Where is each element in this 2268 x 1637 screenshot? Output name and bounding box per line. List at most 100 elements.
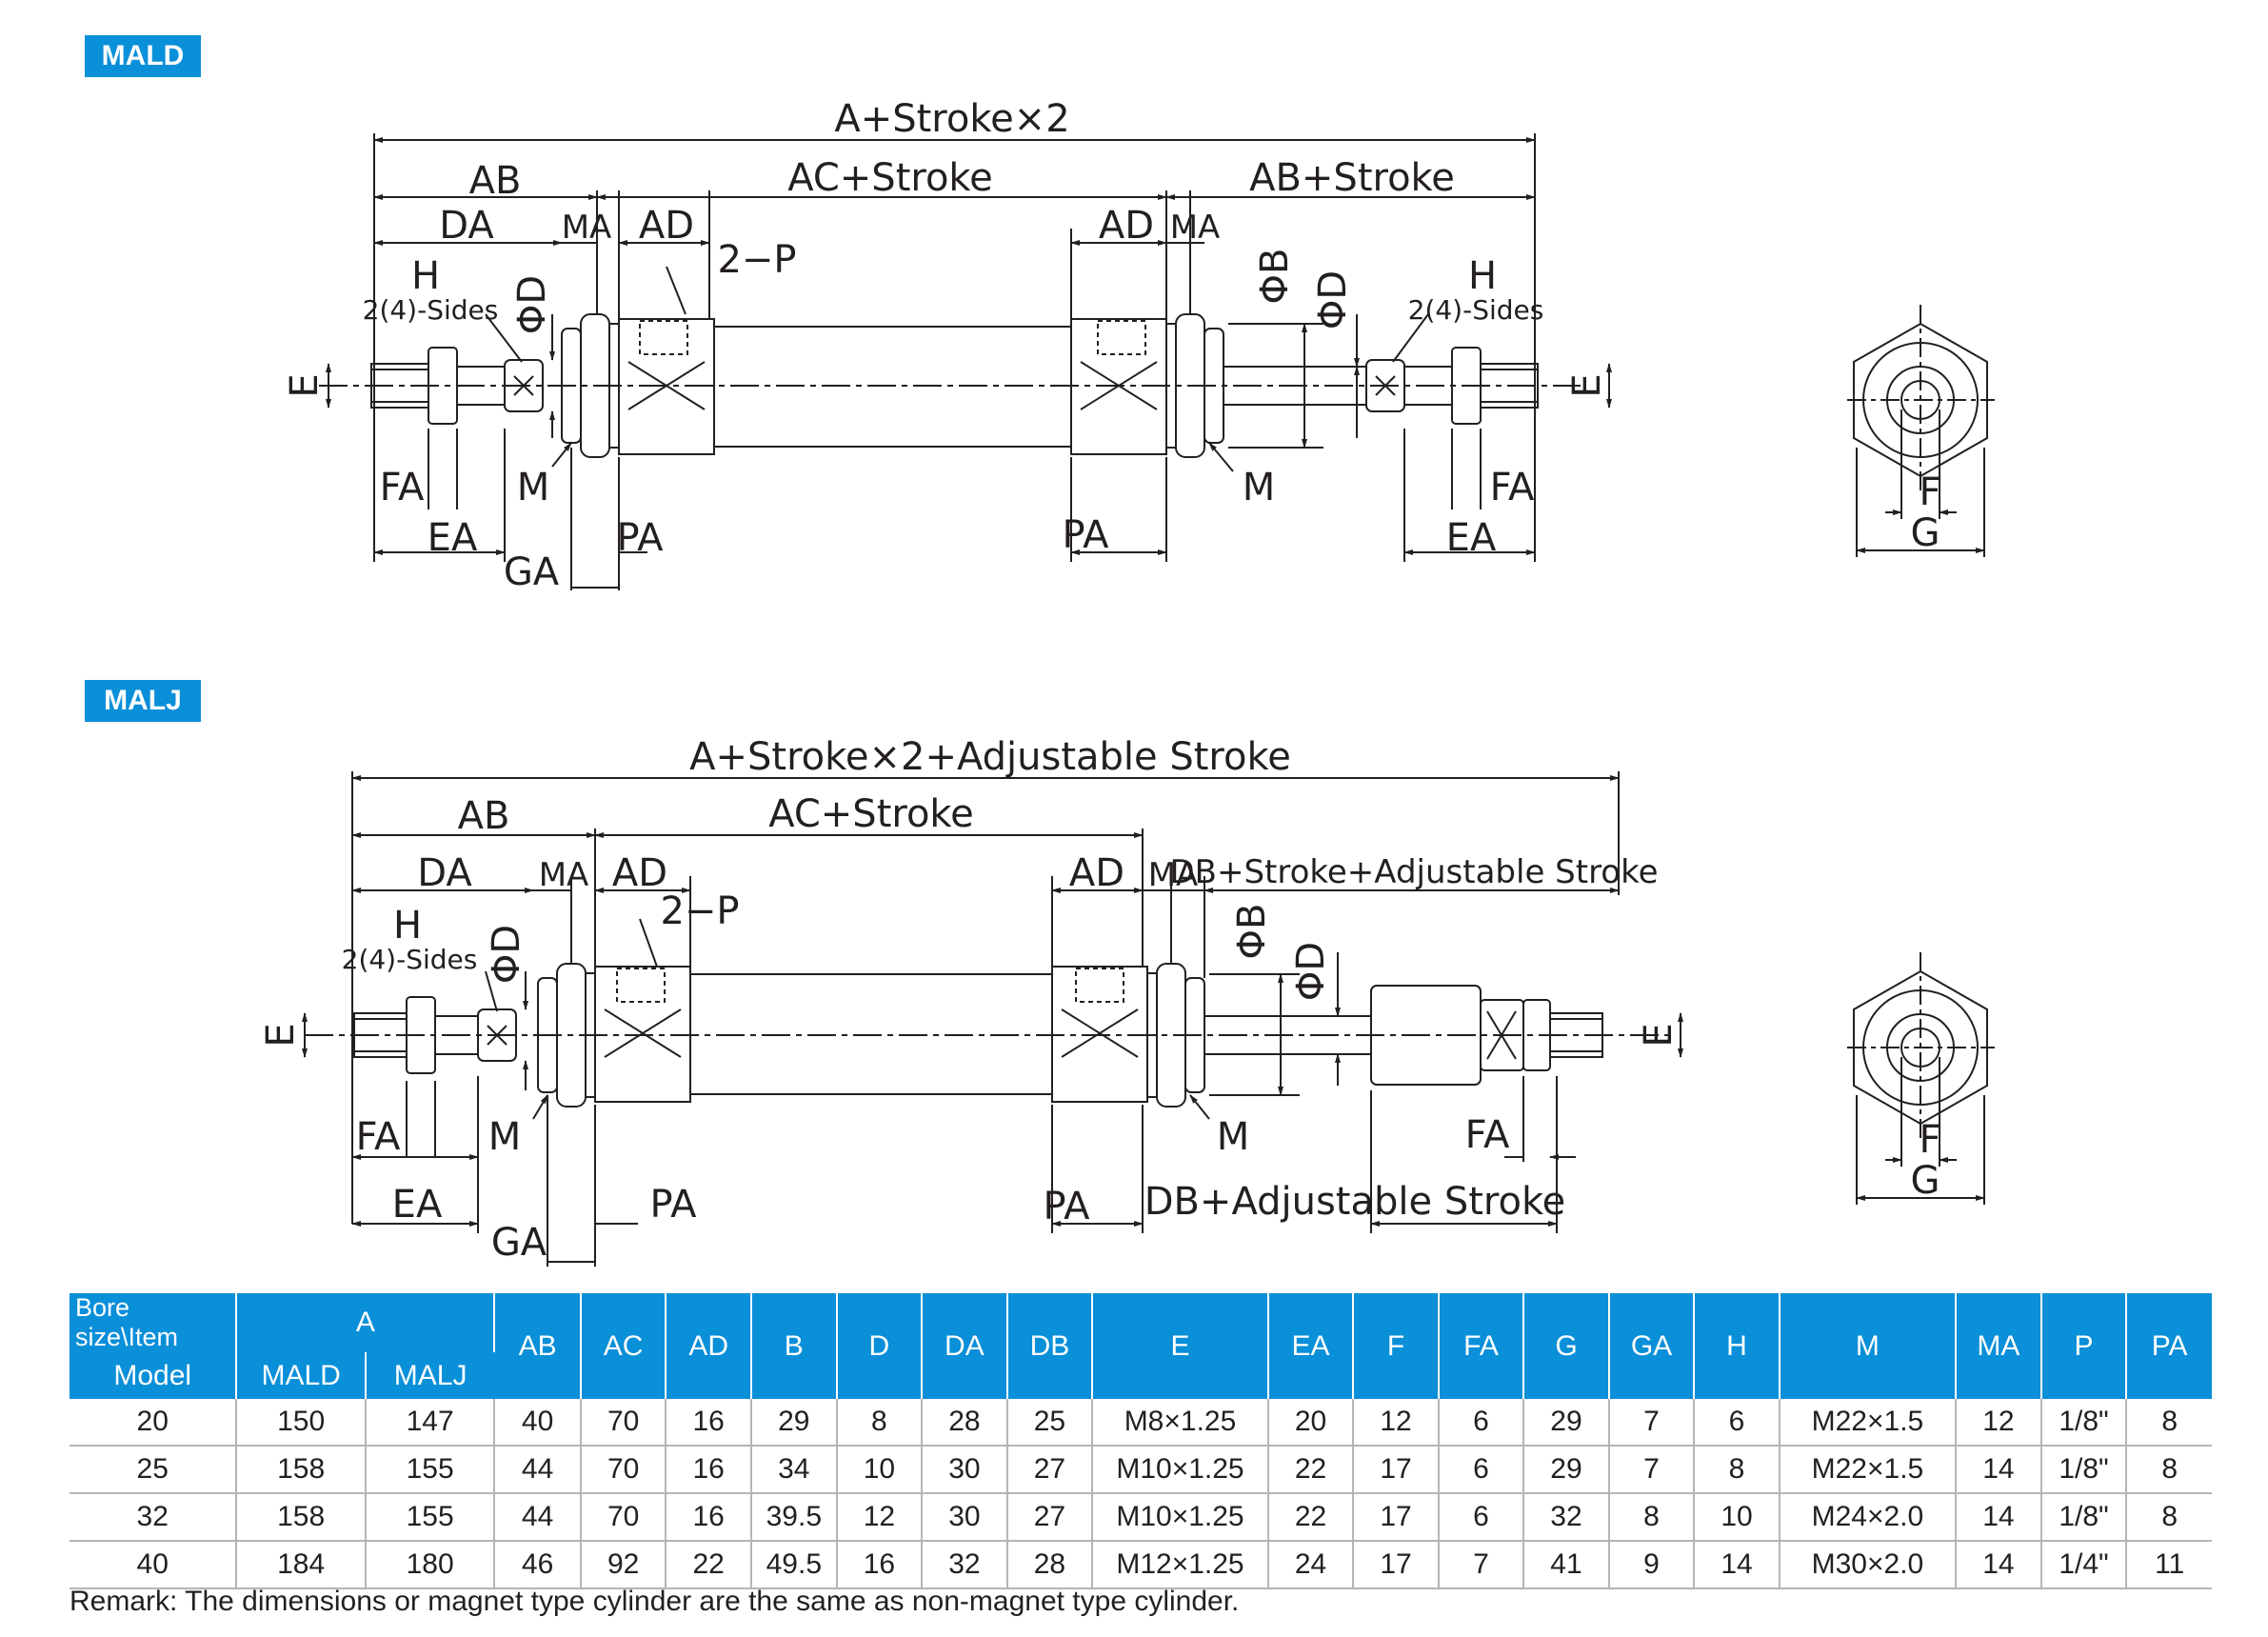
malj-drawing	[302, 771, 1995, 1267]
malj-db-adj-dim: DB+Adjustable Stroke	[1144, 1180, 1566, 1224]
table-cell: 16	[666, 1493, 752, 1542]
table-cell: 8	[2126, 1446, 2212, 1494]
malj-phi-b: ΦB	[1230, 904, 1274, 960]
table-cell: 28	[922, 1399, 1008, 1447]
malj-ga: GA	[491, 1221, 547, 1265]
table-cell: 34	[750, 1446, 838, 1494]
mald-badge: MALD	[85, 35, 201, 77]
table-cell: 8	[2126, 1493, 2212, 1542]
malj-ad-left-dim: AD	[612, 851, 667, 895]
mald-fa-left: FA	[380, 466, 425, 509]
malj-ma-left-dim: MA	[539, 856, 589, 894]
table-cell: 12	[1353, 1399, 1440, 1447]
mald-left-rod-flats	[504, 359, 544, 412]
malj-pa-right: PA	[1044, 1185, 1091, 1228]
table-header-row-2: Model MALD MALJ	[70, 1352, 2212, 1399]
table-cell: 150	[236, 1399, 367, 1447]
malj-ea: EA	[392, 1183, 443, 1227]
table-cell: 70	[580, 1399, 667, 1447]
table-cell: 17	[1353, 1541, 1440, 1589]
table-header-row-1: Bore size\Item A AB AC AD B D DA DB E EA…	[70, 1293, 2212, 1399]
table-cell: 8	[2126, 1399, 2212, 1447]
table-cell: 29	[750, 1399, 838, 1447]
malj-end-view	[1847, 952, 1995, 1205]
table-cell: 184	[236, 1541, 367, 1589]
table-cell: M10×1.25	[1092, 1493, 1269, 1542]
mald-ad-right-dim: AD	[1099, 204, 1154, 248]
table-cell: 16	[666, 1399, 752, 1447]
header-mald: MALD	[236, 1352, 367, 1399]
malj-ac-stroke-dim: AC+Stroke	[768, 792, 974, 836]
header-model: Model	[70, 1352, 238, 1399]
table-cell: 6	[1438, 1446, 1525, 1494]
table-cell: 25	[70, 1446, 238, 1494]
table-cell: 40	[494, 1399, 582, 1447]
table-cell: 155	[365, 1446, 496, 1494]
malj-phi-d-right: ΦD	[1289, 942, 1333, 1001]
table-cell: 6	[1438, 1399, 1525, 1447]
mald-ab-dim: AB	[469, 159, 522, 203]
table-cell: 14	[1956, 1541, 2042, 1589]
table-cell: 155	[365, 1493, 496, 1542]
malj-fa-right: FA	[1465, 1113, 1510, 1157]
malj-g: G	[1911, 1159, 1940, 1203]
table-cell: 32	[70, 1493, 238, 1542]
mald-phi-d-left: ΦD	[510, 275, 554, 334]
malj-f: F	[1919, 1118, 1940, 1162]
table-cell: 44	[494, 1493, 582, 1542]
table-cell: 29	[1523, 1399, 1610, 1447]
table-cell: M22×1.5	[1779, 1446, 1958, 1494]
table-cell: 14	[1956, 1493, 2042, 1542]
header-col: GA	[1608, 1293, 1696, 1399]
table-cell: 92	[580, 1541, 667, 1589]
table-cell: 22	[666, 1541, 752, 1589]
table-cell: 32	[922, 1541, 1008, 1589]
table-cell: 27	[1006, 1493, 1094, 1542]
table-cell: 16	[836, 1541, 924, 1589]
mald-h-right: H	[1468, 254, 1497, 298]
table-cell: 25	[1006, 1399, 1094, 1447]
malj-ad-right-dim: AD	[1069, 851, 1124, 895]
header-col: EA	[1267, 1293, 1355, 1399]
mald-ab-stroke-dim: AB+Stroke	[1249, 156, 1455, 200]
mald-labels: A+Stroke×2 AB AC+Stroke AB+Stroke DA MA …	[283, 97, 1941, 594]
mald-sides-right: 2(4)-Sides	[1408, 294, 1544, 326]
header-col: FA	[1438, 1293, 1525, 1399]
malj-e-left: E	[259, 1023, 303, 1047]
table-cell: M30×2.0	[1779, 1541, 1958, 1589]
table-cell: 8	[836, 1399, 924, 1447]
mald-port-label: 2−P	[717, 238, 796, 282]
header-col: P	[2040, 1293, 2128, 1399]
malj-right-thread	[1549, 1012, 1603, 1058]
header-malj: MALJ	[365, 1352, 495, 1399]
malj-labels: A+Stroke×2+Adjustable Stroke AB AC+Strok…	[259, 735, 1941, 1265]
table-cell: M10×1.25	[1092, 1446, 1269, 1494]
table-cell: 12	[836, 1493, 924, 1542]
mald-e-right: E	[1565, 373, 1609, 397]
table-cell: 1/4"	[2040, 1541, 2128, 1589]
malj-da-dim: DA	[417, 851, 472, 895]
table-cell: 11	[2126, 1541, 2212, 1589]
table-cell: 70	[580, 1446, 667, 1494]
table-cell: 27	[1006, 1446, 1094, 1494]
mald-right-rod-thread	[1480, 363, 1539, 409]
table-cell: 12	[1956, 1399, 2042, 1447]
mald-ac-stroke-dim: AC+Stroke	[787, 156, 993, 200]
mald-sides-left: 2(4)-Sides	[363, 294, 499, 326]
table-cell: 9	[1608, 1541, 1696, 1589]
table-cell: 49.5	[750, 1541, 838, 1589]
table-cell: 30	[922, 1493, 1008, 1542]
malj-overall-dim: A+Stroke×2+Adjustable Stroke	[689, 735, 1291, 779]
table-cell: 44	[494, 1446, 582, 1494]
table-cell: 30	[922, 1446, 1008, 1494]
table-cell: 158	[236, 1493, 367, 1542]
mald-e-left: E	[283, 373, 327, 397]
header-col: E	[1092, 1293, 1269, 1399]
table-cell: 8	[1608, 1493, 1696, 1542]
mald-end-view	[1847, 305, 1995, 557]
malj-ab-dim: AB	[458, 794, 510, 838]
table-cell: 16	[666, 1446, 752, 1494]
